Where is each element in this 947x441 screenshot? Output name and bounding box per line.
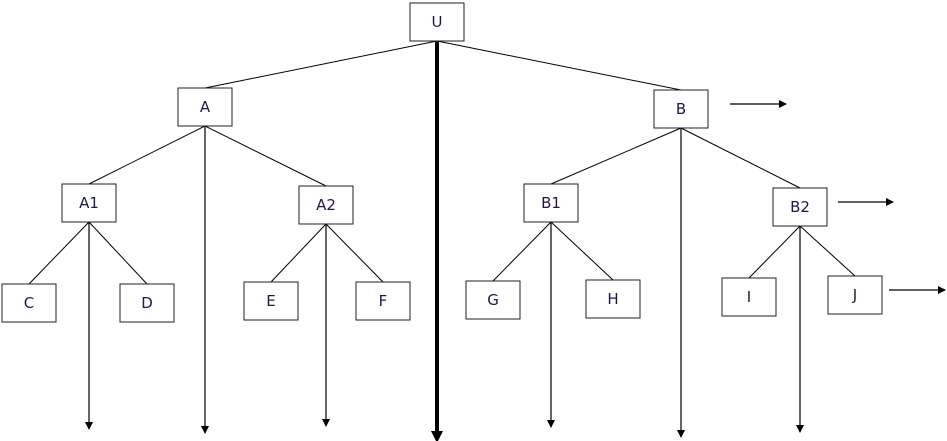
- edge-a1-d: [88, 221, 148, 285]
- node-label: A: [200, 98, 211, 116]
- node-a2: A2: [298, 185, 354, 225]
- node-box: [721, 277, 777, 317]
- edge-b1-g: [492, 221, 552, 282]
- edge-a-a1: [88, 125, 206, 185]
- edges-layer: [28, 40, 856, 285]
- node-box: [61, 183, 117, 223]
- edge-a1-c: [28, 221, 90, 285]
- node-box: [585, 279, 641, 319]
- node-label: J: [852, 286, 857, 304]
- node-box: [355, 281, 411, 321]
- node-g: G: [465, 280, 521, 320]
- node-f: F: [355, 281, 411, 321]
- edge-u-b: [436, 40, 682, 91]
- node-a: A: [177, 87, 233, 127]
- node-label: A2: [316, 196, 336, 214]
- node-label: I: [747, 288, 751, 306]
- edge-a2-e: [270, 223, 327, 283]
- arrows-layer: [85, 41, 946, 441]
- node-label: D: [141, 294, 153, 312]
- node-b1: B1: [523, 183, 579, 223]
- node-box: [119, 283, 175, 323]
- node-label: G: [487, 291, 499, 309]
- node-box: [177, 87, 233, 127]
- node-j: J: [827, 275, 883, 315]
- node-e: E: [243, 281, 299, 321]
- edge-a2-f: [325, 223, 384, 283]
- edge-b2-i: [748, 225, 801, 279]
- node-box: [409, 2, 465, 42]
- edge-b2-j: [799, 225, 856, 277]
- edge-b-b1: [550, 127, 682, 185]
- node-label: B1: [541, 194, 561, 212]
- edge-a-a2: [204, 125, 327, 187]
- node-b2: B2: [772, 187, 828, 227]
- edge-u-a: [204, 40, 438, 89]
- node-label: E: [266, 292, 275, 310]
- node-label: A1: [79, 194, 99, 212]
- node-label: F: [379, 292, 388, 310]
- node-d: D: [119, 283, 175, 323]
- edge-b-b2: [680, 127, 801, 189]
- node-box: [298, 185, 354, 225]
- node-label: H: [607, 290, 618, 308]
- node-label: U: [432, 13, 443, 31]
- node-box: [653, 89, 709, 129]
- node-label: C: [24, 294, 34, 312]
- node-c: C: [1, 283, 57, 323]
- node-i: I: [721, 277, 777, 317]
- node-h: H: [585, 279, 641, 319]
- node-box: [465, 280, 521, 320]
- node-u: U: [409, 2, 465, 42]
- edge-b1-h: [550, 221, 614, 281]
- nodes-layer: U A B A1 A2 B1 B2C D E F G H I J: [1, 2, 883, 323]
- node-box: [1, 283, 57, 323]
- node-a1: A1: [61, 183, 117, 223]
- node-box: [827, 275, 883, 315]
- node-box: [523, 183, 579, 223]
- node-b: B: [653, 89, 709, 129]
- node-label: B: [676, 100, 686, 118]
- node-box: [772, 187, 828, 227]
- node-box: [243, 281, 299, 321]
- node-label: B2: [790, 198, 810, 216]
